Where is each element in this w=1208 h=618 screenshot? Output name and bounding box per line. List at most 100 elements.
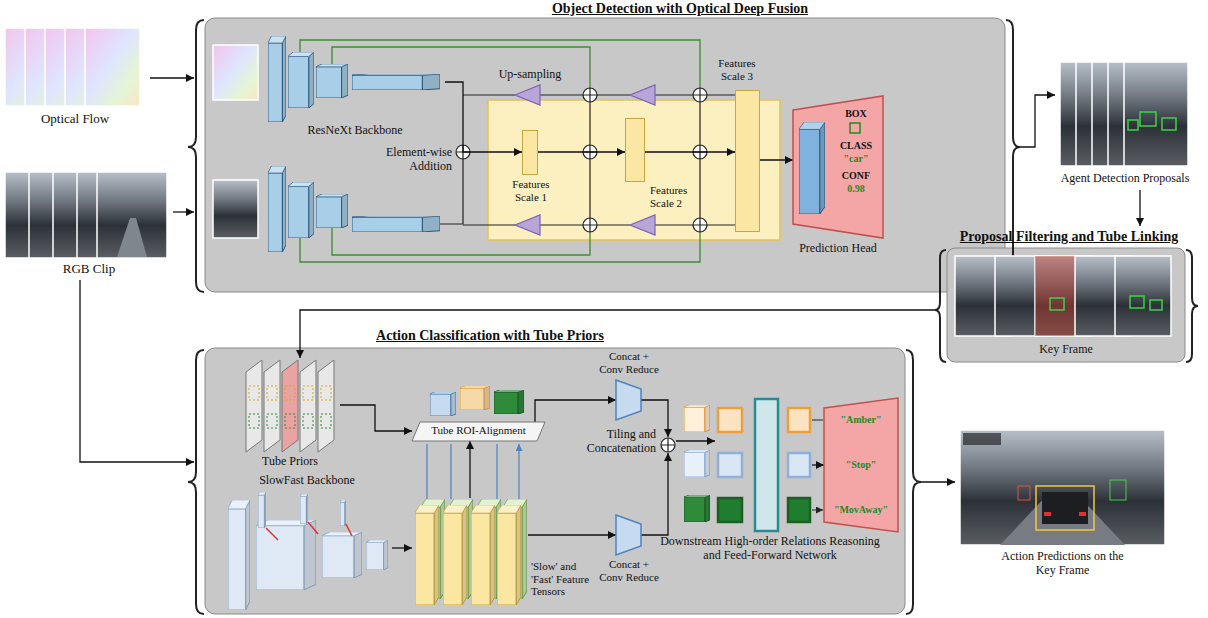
connector [1020,95,1055,147]
use-part [503,499,527,599]
polygon-part [515,85,540,105]
circle-part [693,145,707,159]
rect-part [303,386,313,400]
connector [676,440,715,441]
path-part [463,224,735,225]
path-part [332,228,590,255]
addition-symbols [456,88,707,232]
path-part [583,218,597,232]
use-part [352,216,440,232]
node-text: CLASS [828,140,884,152]
rect-part [1050,298,1064,310]
circle-part [456,145,470,159]
roi-node: Tube ROI-Alignment [412,422,545,441]
connector [445,82,522,152]
path-part [1006,20,1020,292]
tube-prior-frames [246,360,334,452]
node-label: Tube ROI-Alignment [412,424,545,437]
node-label: "Amber" [824,414,898,426]
node-label: BOX [828,108,884,120]
diagram-node: Action Predictions on the Key Frame [955,428,1170,588]
path-part [693,218,707,232]
use-part [684,450,710,477]
path-part [693,88,707,102]
node-text: Prediction Head [783,242,893,256]
use-part [684,495,710,522]
rect-part [1150,300,1162,310]
brackets [188,20,1198,614]
token-square [718,453,742,477]
connector [535,400,616,422]
diagram-node: SlowFast Backbone [222,472,392,614]
rect-part [1042,492,1088,524]
use-part [352,74,440,90]
node-text: "MovAway" [824,504,898,516]
diagram-node: ResNeXt Backbone [265,30,445,142]
use-part [316,64,348,98]
node-text: CONF [828,170,884,182]
rect-part [1079,512,1086,516]
reduce-trapezoid [616,380,641,420]
pred-outline [793,96,883,238]
circle-part [583,145,597,159]
rect-part [5,28,60,106]
rect-part [249,414,259,428]
connector [538,151,625,152]
node-text: "Stop" [824,459,898,471]
rect-part [1060,62,1124,166]
polygon-part [630,215,655,235]
path-part [188,20,204,292]
input-thumbnails [213,45,258,238]
rect-part [213,45,258,100]
plus-cross [661,438,675,452]
use-part [228,500,250,610]
use-part [288,52,314,108]
path-part [300,40,700,88]
rect-part [321,386,331,400]
connector [528,534,616,535]
use-part [460,386,490,410]
rect-part [321,414,331,428]
use-part [471,505,495,605]
conv-node: Concat + Conv Reduce [616,515,641,555]
use-part [449,499,473,599]
use-part [421,499,445,599]
polygon-part [300,360,316,452]
polygon-part [282,360,298,452]
rect-part [285,386,295,400]
rect-part [97,172,167,258]
scale-node: Features Scale 2 [625,118,645,182]
pred-node: BOXCLASS"car"CONF0.98Prediction Head [793,96,883,238]
roi-parallelogram [412,422,545,441]
polygon-part [264,360,280,452]
key-frame-strip [955,256,1171,336]
rect-part [65,28,120,106]
rect-part [1035,256,1091,336]
use-part [430,392,456,416]
rect-part [1115,256,1171,336]
diagram-node: Optical Flow [5,26,150,134]
path-part [300,232,700,262]
token-square [718,498,742,522]
reduce-trapezoid [616,515,641,555]
rect-part [1162,118,1176,130]
lateral-links [300,40,700,262]
connector [80,280,194,462]
use-part [497,505,521,605]
use-part [258,492,266,528]
head-trapezoid [824,398,898,532]
plus-circle [661,438,675,452]
rect-part [963,433,1001,445]
token-square [788,408,810,432]
node-text: 0.98 [828,183,884,195]
rect-part [77,172,147,258]
down-node: Downstream High-order Relations Reasonin… [715,398,812,532]
rect-part [85,28,140,106]
node-label: Action Predictions on the Key Frame [990,550,1135,578]
head-arrows [812,420,823,510]
tiled-cubes [684,405,710,522]
roi-feature-cubes [430,386,524,416]
resnext-backbones [268,36,440,252]
use-part [268,36,286,122]
